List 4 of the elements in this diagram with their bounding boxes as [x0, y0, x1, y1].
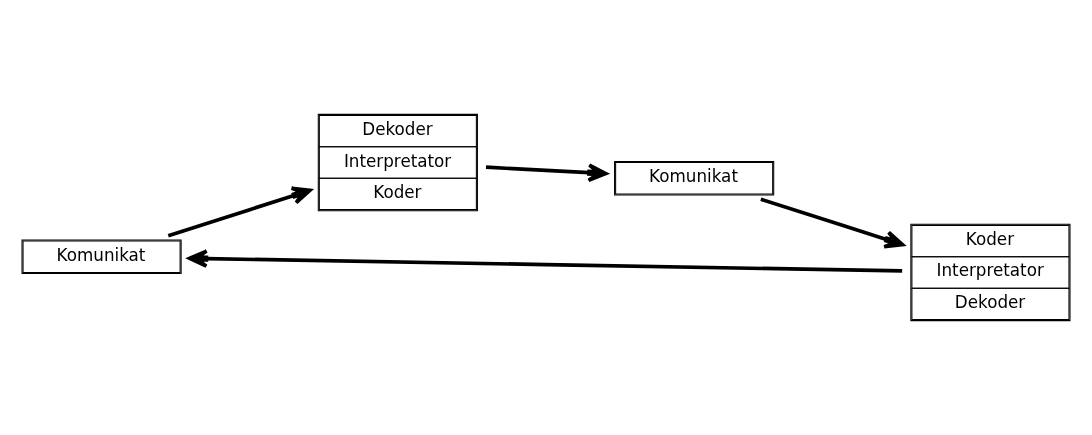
arrow	[167, 186, 312, 238]
arrow	[485, 163, 608, 183]
arrow	[760, 197, 905, 249]
arrow	[187, 249, 903, 273]
